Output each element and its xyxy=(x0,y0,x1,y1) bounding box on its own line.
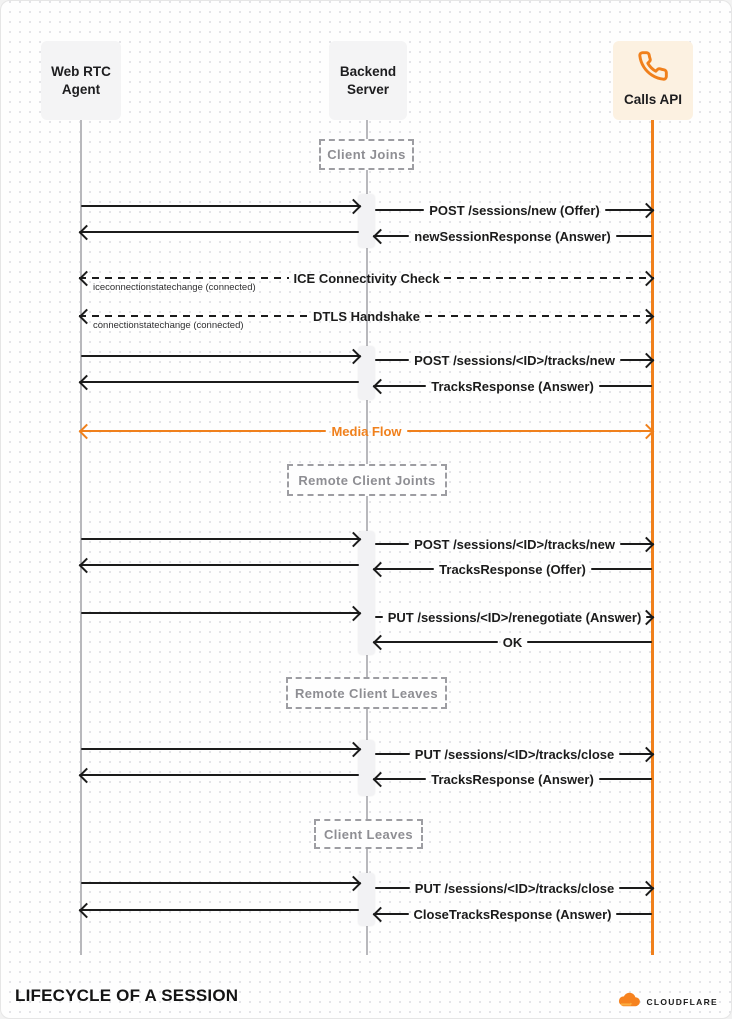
arrow-agent-to-backend-3 xyxy=(81,529,362,549)
phone-icon xyxy=(637,50,669,87)
cloudflare-wordmark: CLOUDFLARE xyxy=(646,997,718,1007)
actor-calls-api-label: Calls API xyxy=(623,92,683,108)
section-client-joins: Client Joins xyxy=(319,139,414,170)
message-ice-connectivity-check: ICE Connectivity Check xyxy=(78,268,655,288)
actor-backend-server-label-line1: Backend xyxy=(339,63,397,79)
message-put-tracks-close-2-label: PUT /sessions/<ID>/tracks/close xyxy=(414,880,615,896)
arrow-backend-to-agent-3 xyxy=(78,555,359,575)
message-tracks-response-answer-1: TracksResponse (Answer) xyxy=(372,376,653,396)
section-client-leaves-label: Client Leaves xyxy=(323,826,413,842)
message-put-tracks-close-2: PUT /sessions/<ID>/tracks/close xyxy=(375,878,655,898)
activation-bar-5 xyxy=(358,873,375,926)
arrow-backend-to-agent-5 xyxy=(78,765,359,785)
message-tracks-response-offer: TracksResponse (Offer) xyxy=(372,559,653,579)
message-new-session-response-label: newSessionResponse (Answer) xyxy=(414,228,611,244)
message-dtls-handshake-label: DTLS Handshake xyxy=(313,308,420,324)
section-remote-client-leaves-label: Remote Client Leaves xyxy=(294,685,439,701)
activation-bar-1 xyxy=(358,194,375,248)
message-post-tracks-new-1-label: POST /sessions/<ID>/tracks/new xyxy=(414,352,615,368)
message-ice-connectivity-check-label: ICE Connectivity Check xyxy=(293,270,440,286)
cloudflare-logo: CLOUDFLARE xyxy=(615,992,718,1012)
section-client-leaves: Client Leaves xyxy=(314,819,423,849)
arrow-agent-to-backend-2 xyxy=(81,346,362,366)
message-dtls-handshake: DTLS Handshake xyxy=(78,306,655,326)
message-close-tracks-response: CloseTracksResponse (Answer) xyxy=(372,904,652,924)
message-dtls-handshake-sublabel: connectionstatechange (connected) xyxy=(93,320,244,331)
section-client-joins-label: Client Joins xyxy=(327,147,406,162)
message-close-tracks-response-label: CloseTracksResponse (Answer) xyxy=(413,906,612,922)
message-tracks-response-answer-1-label: TracksResponse (Answer) xyxy=(431,378,594,394)
message-post-tracks-new-1: POST /sessions/<ID>/tracks/new xyxy=(375,350,655,370)
actor-backend-server: Backend Server xyxy=(329,41,407,120)
message-post-tracks-new-2-label: POST /sessions/<ID>/tracks/new xyxy=(414,536,615,552)
message-media-flow: Media Flow xyxy=(78,421,655,441)
message-media-flow-label: Media Flow xyxy=(331,423,402,439)
cloudflare-cloud-icon xyxy=(615,992,642,1012)
message-post-sessions-new-label: POST /sessions/new (Offer) xyxy=(429,202,600,218)
page-title: LIFECYCLE OF A SESSION xyxy=(15,986,239,1005)
message-ok-label: OK xyxy=(502,634,523,650)
message-ok: OK xyxy=(372,632,652,652)
message-post-sessions-new: POST /sessions/new (Offer) xyxy=(375,200,655,220)
message-ice-connectivity-check-sublabel: iceconnectionstatechange (connected) xyxy=(93,282,256,293)
activation-bar-2 xyxy=(358,346,375,400)
section-remote-client-joins-label: Remote Client Joints xyxy=(298,472,436,488)
actor-backend-server-label-line2: Server xyxy=(346,81,390,97)
message-put-renegotiate: PUT /sessions/<ID>/renegotiate (Answer) xyxy=(375,607,655,627)
arrow-agent-to-backend-1 xyxy=(81,196,362,216)
section-remote-client-leaves: Remote Client Leaves xyxy=(286,677,447,709)
arrow-agent-to-backend-4 xyxy=(81,603,362,623)
activation-bar-3 xyxy=(358,531,375,655)
arrow-backend-to-agent-1 xyxy=(78,222,359,242)
message-tracks-response-answer-2: TracksResponse (Answer) xyxy=(372,769,653,789)
message-put-renegotiate-label: PUT /sessions/<ID>/renegotiate (Answer) xyxy=(387,609,642,625)
message-put-tracks-close-1: PUT /sessions/<ID>/tracks/close xyxy=(375,744,655,764)
section-remote-client-joins: Remote Client Joints xyxy=(287,464,447,496)
message-new-session-response: newSessionResponse (Answer) xyxy=(372,226,652,246)
message-put-tracks-close-1-label: PUT /sessions/<ID>/tracks/close xyxy=(414,746,615,762)
activation-bar-4 xyxy=(358,740,375,796)
arrow-agent-to-backend-5 xyxy=(81,739,362,759)
lifeline-calls-api xyxy=(651,120,654,955)
arrow-backend-to-agent-6 xyxy=(78,900,359,920)
message-post-tracks-new-2: POST /sessions/<ID>/tracks/new xyxy=(375,534,655,554)
actor-webrtc-agent: Web RTC Agent xyxy=(41,41,121,120)
actor-webrtc-agent-label-line1: Web RTC xyxy=(51,63,111,79)
message-tracks-response-answer-2-label: TracksResponse (Answer) xyxy=(431,771,594,787)
actor-calls-api: Calls API xyxy=(613,41,693,120)
arrow-agent-to-backend-6 xyxy=(81,873,362,893)
message-tracks-response-offer-label: TracksResponse (Offer) xyxy=(439,561,586,577)
lifeline-webrtc-agent xyxy=(80,120,82,955)
arrow-backend-to-agent-2 xyxy=(78,372,359,392)
actor-webrtc-agent-label-line2: Agent xyxy=(61,81,101,97)
